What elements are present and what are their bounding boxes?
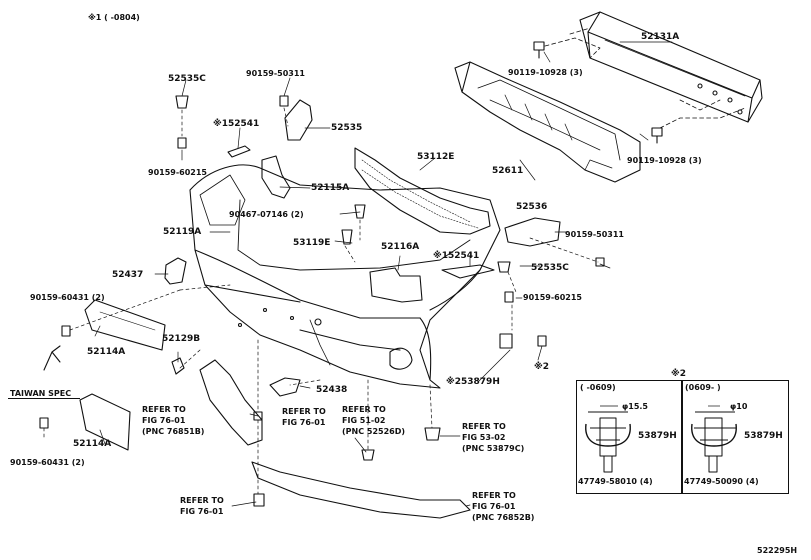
retainer-52536: [504, 217, 561, 247]
part-52438: 52438: [316, 385, 348, 395]
ref-5-line-1: REFER TO: [180, 496, 224, 505]
inset-left-dim: φ15.5: [622, 402, 648, 411]
seal-52541-mid: [441, 264, 495, 279]
inset-box-right: [681, 380, 789, 494]
inset-right-dim: φ10: [730, 402, 748, 411]
part-90159-60431-b: 90159-60431 (2): [10, 458, 85, 467]
part-52611: 52611: [492, 166, 524, 176]
ref-4-line-1: REFER TO: [462, 422, 506, 431]
bolt-icons-top-right: [533, 41, 663, 144]
taiwan-divider: [8, 398, 80, 400]
taiwan-bracket: [79, 393, 131, 451]
ref-3-line-3: (PNC 52526D): [342, 427, 405, 436]
part-90159-50311-right: 90159-50311: [565, 230, 624, 239]
part-52536: 52536: [516, 202, 548, 212]
part-90119-10928-b: 90119-10928 (3): [627, 156, 702, 165]
part-90119-10928-a: 90119-10928 (3): [508, 68, 583, 77]
part-53879H-main: ※253879H: [446, 377, 500, 387]
cap-52129B: [171, 357, 185, 375]
ref-2-line-2: FIG 76-01: [282, 418, 326, 427]
bumper-cover-drawing: [189, 164, 501, 389]
ref-2-line-1: REFER TO: [282, 407, 326, 416]
inset-left-range: ( -0609): [580, 383, 616, 392]
arrow-icon: [43, 345, 61, 371]
ref-4-line-2: FIG 53-02: [462, 433, 506, 442]
inset-left-part: 53879H: [638, 431, 677, 441]
ref-5-line-2: FIG 76-01: [180, 507, 224, 516]
part-52437: 52437: [112, 270, 144, 280]
inset-box-left: [576, 380, 683, 494]
diagram-code: 522295H: [757, 546, 798, 555]
part-52535: 52535: [331, 123, 363, 133]
ref-4-line-3: (PNC 53879C): [462, 444, 525, 453]
energy-absorber-drawing: [454, 61, 641, 183]
cap-52437: [164, 257, 187, 285]
part-53119E: 53119E: [293, 238, 331, 248]
inset-right-bottom: 47749-50090 (4): [684, 477, 759, 486]
taiwan-spec-label: TAIWAN SPEC: [10, 389, 72, 398]
part-52119A: 52119A: [163, 227, 202, 237]
part-52541-top: ※152541: [213, 119, 260, 129]
retainer-52535: [284, 99, 313, 141]
cover-52438: [269, 377, 301, 397]
ref-6-line-3: (PNC 76852B): [472, 513, 535, 522]
retainer-52115A: [261, 155, 291, 199]
part-52114A-b: 52114A: [73, 439, 112, 449]
part-52115A: 52115A: [311, 183, 350, 193]
ref-1-line-2: FIG 76-01: [142, 416, 186, 425]
part-90159-50311-top: 90159-50311: [246, 69, 305, 78]
part-52535C-mid: 52535C: [531, 263, 569, 273]
inset-left-bottom: 47749-58010 (4): [578, 477, 653, 486]
inset-right-part: 53879H: [744, 431, 783, 441]
part-52535C-top: 52535C: [168, 74, 206, 84]
inset-right-range: (0609- ): [685, 383, 721, 392]
part-90159-60215-right: 90159-60215: [523, 293, 582, 302]
ref-6-line-2: FIG 76-01: [472, 502, 516, 511]
ref-3-line-1: REFER TO: [342, 405, 386, 414]
ref-3-line-2: FIG 51-02: [342, 416, 386, 425]
lower-spoiler-left: [199, 359, 263, 446]
part-53112E: 53112E: [417, 152, 455, 162]
part-90159-60215-left: 90159-60215: [148, 168, 207, 177]
part-52116A: 52116A: [381, 242, 420, 252]
part-52541-mid: ※152541: [433, 251, 480, 261]
part-90467-07146: 90467-07146 (2): [229, 210, 304, 219]
part-52131A: 52131A: [641, 32, 680, 42]
part-90159-60431-a: 90159-60431 (2): [30, 293, 105, 302]
part-52114A-a: 52114A: [87, 347, 126, 357]
grille-drawing: [354, 147, 491, 235]
part-52129B: 52129B: [162, 334, 201, 344]
license-bracket-52114A: [84, 299, 166, 351]
seal-52541-top: [227, 145, 251, 158]
mark-2: ※2: [534, 362, 550, 372]
inset-mark: ※2: [671, 369, 687, 379]
lower-spoiler-center: [251, 461, 471, 519]
ref-6-line-1: REFER TO: [472, 491, 516, 500]
ref-1-line-1: REFER TO: [142, 405, 186, 414]
ref-1-line-3: (PNC 76851B): [142, 427, 205, 436]
bracket-52116A: [369, 267, 423, 303]
variant-note: ※1 ( -0804): [88, 13, 140, 22]
